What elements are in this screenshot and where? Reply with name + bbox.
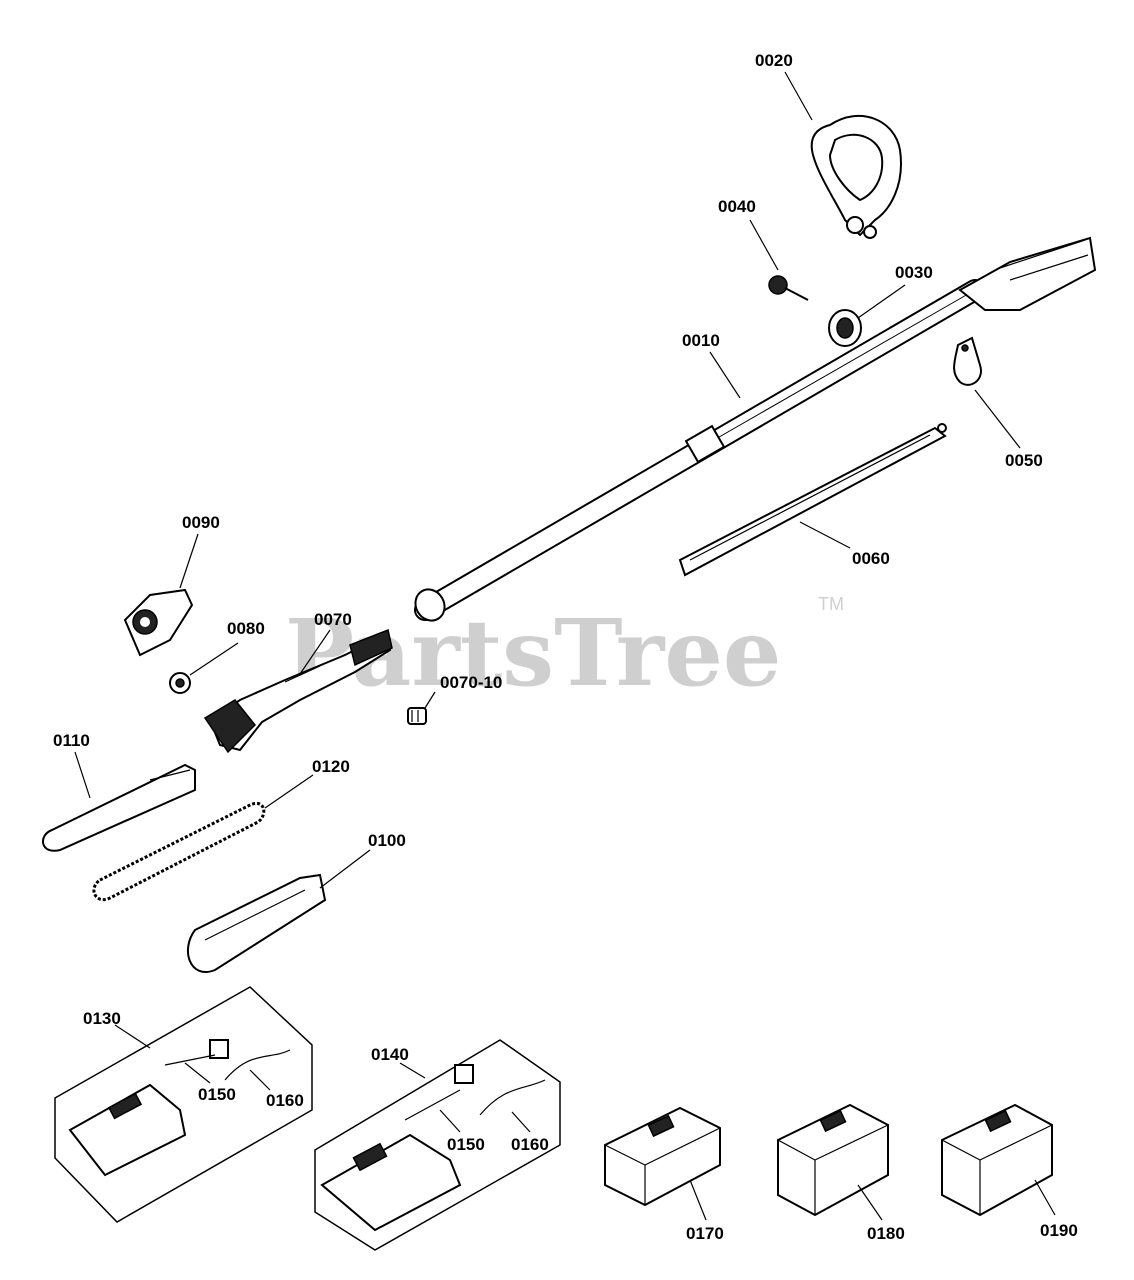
power-head[interactable] [203, 628, 393, 754]
callout-0190: 0190 [1040, 1221, 1078, 1240]
charger-kit-2[interactable] [314, 1039, 561, 1251]
saw-chain[interactable] [92, 801, 266, 902]
charger-kit-1[interactable] [54, 986, 313, 1223]
callout-0070: 0070 [314, 610, 352, 629]
callout-0060: 0060 [852, 549, 890, 568]
bar-cover-strip[interactable] [678, 423, 947, 577]
callout-0180: 0180 [867, 1224, 905, 1243]
callout-0170: 0170 [686, 1224, 724, 1243]
callout-0040: 0040 [718, 197, 756, 216]
callout-0020: 0020 [755, 51, 793, 70]
callout-0160-b: 0160 [511, 1135, 549, 1154]
guide-bar[interactable] [42, 763, 196, 852]
callout-0100: 0100 [368, 831, 406, 850]
callout-0120: 0120 [312, 757, 350, 776]
watermark-tm: TM [818, 594, 844, 614]
bar-scabbard[interactable] [186, 873, 327, 973]
callout-0090: 0090 [182, 513, 220, 532]
sprocket[interactable] [169, 672, 191, 694]
clamp[interactable] [828, 309, 862, 347]
callout-0080: 0080 [227, 619, 265, 638]
pole-shaft[interactable] [410, 236, 1097, 626]
callout-0010: 0010 [682, 331, 720, 350]
leader-lines [74, 71, 1056, 1221]
knob-screw[interactable] [768, 275, 809, 301]
gear-cover[interactable] [123, 588, 194, 657]
callout-0150-b: 0150 [447, 1135, 485, 1154]
strap-hook[interactable] [953, 336, 982, 386]
callout-0140: 0140 [371, 1045, 409, 1064]
callout-0050: 0050 [1005, 451, 1043, 470]
battery-small[interactable] [604, 1106, 721, 1207]
battery-large[interactable] [941, 1103, 1053, 1217]
collar-nut[interactable] [407, 707, 427, 725]
callout-0150-a: 0150 [198, 1085, 236, 1104]
callout-0130: 0130 [83, 1009, 121, 1028]
callout-0070-10: 0070-10 [440, 673, 502, 692]
callout-0030: 0030 [895, 263, 933, 282]
callout-0110: 0110 [53, 731, 90, 750]
callout-0160-a: 0160 [266, 1091, 304, 1110]
d-handle[interactable] [810, 115, 902, 239]
battery-medium[interactable] [777, 1103, 889, 1217]
